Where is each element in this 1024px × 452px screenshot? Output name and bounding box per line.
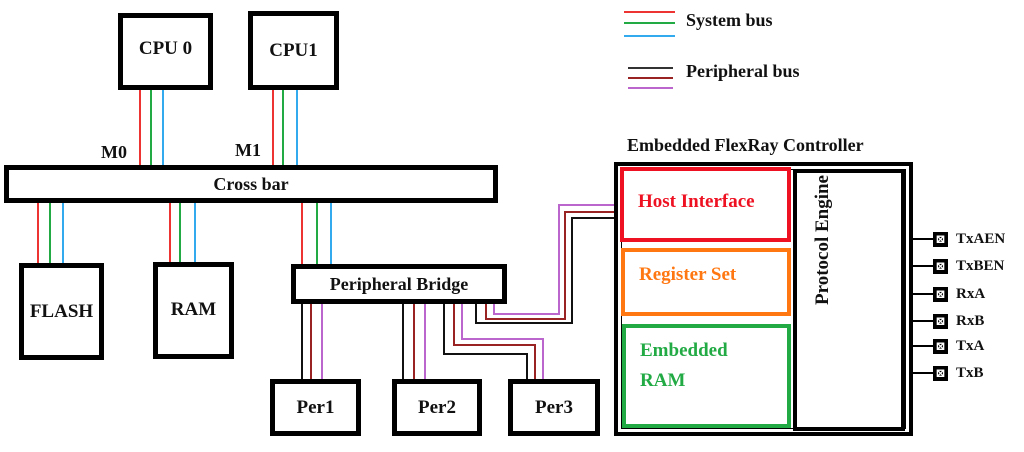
pin-label: RxA [956,285,986,302]
per2-label: Per2 [418,396,456,418]
pin-label: TxB [956,364,984,381]
embedded-ram-block: Embedded RAM [622,324,791,428]
x-box-icon: ⊠ [933,286,948,302]
peripheral-bridge-block: Peripheral Bridge [291,264,507,304]
per2-block: Per2 [392,379,482,436]
pin-label: TxAEN [956,230,1006,247]
per1-block: Per1 [270,379,361,436]
peripheral-bus-host [475,204,615,324]
flash-label: FLASH [29,300,94,322]
pin-stub [913,320,933,322]
x-box-icon: ⊠ [933,338,948,354]
cpu1-label: CPU1 [269,40,318,61]
cpu1-block: CPU1 [248,11,339,90]
crossbar-label: Cross bar [213,173,289,194]
cpu0-label: CPU 0 [138,38,193,59]
pin-stub [913,238,933,240]
peripheral-bus-per3 [443,302,544,381]
legend-system-bus-lines [624,11,675,37]
cpu0-block: CPU 0 [118,13,213,90]
m0-label: M0 [101,142,127,162]
x-box-icon: ⊠ [933,313,948,329]
pin-rxb: ⊠ RxB [913,313,984,329]
legend-system-bus-label: System bus [686,10,773,30]
per3-block: Per3 [508,379,600,436]
pin-label: TxA [956,337,985,354]
x-box-icon: ⊠ [933,231,948,247]
pin-label: TxBEN [956,257,1005,274]
embedded-ram-label-line1: Embedded [640,340,728,361]
peripheral-bridge-label: Peripheral Bridge [329,273,469,294]
pin-stub [913,345,933,347]
pin-txb: ⊠ TxB [913,365,984,381]
register-set-label: Register Set [639,264,737,285]
register-set-block: Register Set [621,248,791,316]
peripheral-bus-per2 [402,302,426,381]
crossbar-block: Cross bar [4,165,498,203]
legend-peripheral-bus-label: Peripheral bus [686,61,800,81]
flash-block: FLASH [19,263,104,360]
m1-label: M1 [235,140,261,160]
controller-title: Embedded FlexRay Controller [627,135,864,155]
pin-txben: ⊠ TxBEN [913,258,1004,274]
pin-txa: ⊠ TxA [913,338,984,354]
embedded-ram-label: Embedded RAM [640,336,728,396]
system-bus-bridge [301,202,332,266]
protocol-engine-block: Protocol Engine [793,169,905,431]
ram-block: RAM [153,262,234,359]
system-bus-m0 [139,89,164,166]
pin-txaen: ⊠ TxAEN [913,231,1005,247]
ram-label: RAM [170,299,217,320]
pin-rxa: ⊠ RxA [913,286,985,302]
per3-label: Per3 [535,396,573,418]
x-box-icon: ⊠ [933,258,948,274]
x-box-icon: ⊠ [933,365,948,381]
protocol-engine-label: Protocol Engine [812,174,833,306]
pin-stub [913,372,933,374]
system-bus-m1 [272,89,298,166]
legend-peripheral-bus-lines [628,67,673,89]
pin-stub [913,293,933,295]
system-bus-flash [37,202,64,265]
pin-stub [913,265,933,267]
peripheral-bus-per1 [301,302,323,381]
per1-label: Per1 [296,396,335,418]
pin-label: RxB [956,312,985,329]
embedded-ram-label-line2: RAM [640,370,686,391]
host-interface-block: Host Interface [620,167,791,242]
host-interface-label: Host Interface [638,191,755,212]
system-bus-ram [169,202,196,264]
